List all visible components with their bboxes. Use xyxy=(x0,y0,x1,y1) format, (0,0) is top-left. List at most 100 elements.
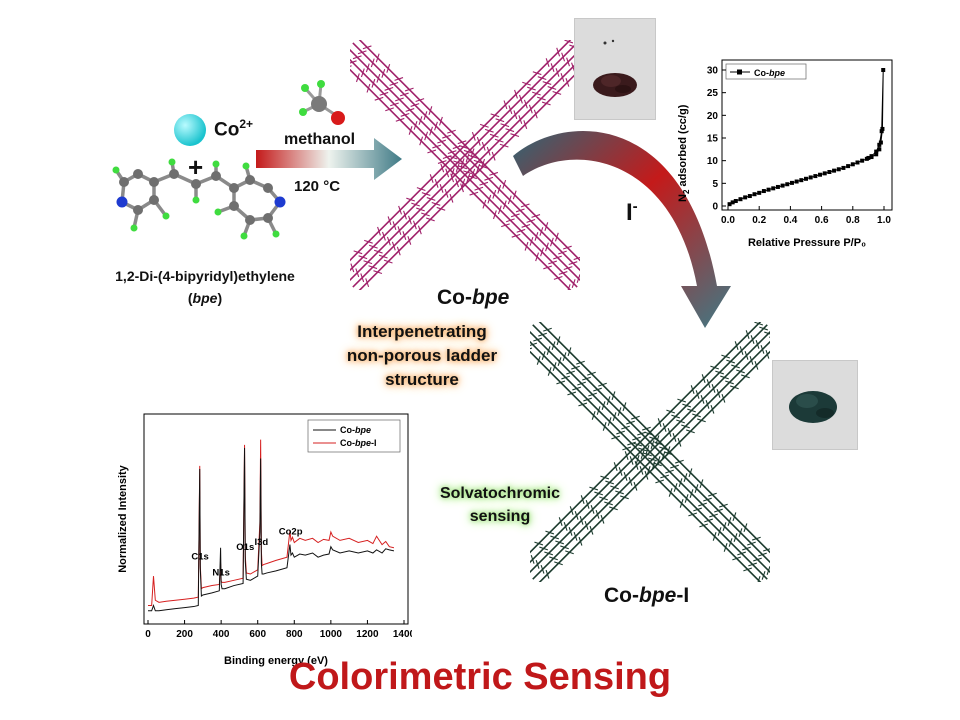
framework-rung xyxy=(709,513,718,518)
framework-rung xyxy=(659,446,668,451)
framework-rung xyxy=(686,429,695,434)
framework-rung xyxy=(530,555,535,564)
framework-rung xyxy=(648,457,657,462)
framework-rung xyxy=(549,556,558,561)
framework-rung xyxy=(673,483,678,492)
framework-rung xyxy=(426,197,436,201)
iso-point xyxy=(766,187,771,192)
framework-rung xyxy=(521,223,531,228)
framework-rung xyxy=(541,351,546,360)
iodide-curved-arrow xyxy=(513,131,731,328)
framework-rung xyxy=(644,431,654,436)
framework-rung xyxy=(662,423,667,432)
framework-rung xyxy=(761,571,766,580)
framework-rung xyxy=(415,98,425,103)
framework-rung xyxy=(374,96,384,101)
framework-rung xyxy=(530,347,533,350)
framework-rung xyxy=(576,274,580,284)
framework-rung xyxy=(376,73,381,83)
framework-rung xyxy=(469,191,479,196)
co-bpe-framework xyxy=(350,40,580,290)
framework-rung xyxy=(491,151,496,161)
co-bpe-i-sample-photo xyxy=(772,360,858,450)
iso-point xyxy=(804,176,808,181)
framework-rung xyxy=(553,255,562,260)
iso-point xyxy=(794,179,799,184)
framework-rung xyxy=(728,538,733,547)
framework-rung xyxy=(403,210,407,220)
iso-point xyxy=(866,155,871,160)
framework-rung xyxy=(460,158,465,168)
framework-rung xyxy=(391,241,396,251)
iso-point xyxy=(757,190,762,195)
framework-rung xyxy=(577,381,586,386)
framework-rung xyxy=(377,226,381,236)
framework-strand xyxy=(350,40,572,262)
framework-rung xyxy=(543,265,553,270)
framework-rung xyxy=(505,128,515,133)
framework-rung xyxy=(539,227,544,236)
framework-rung xyxy=(599,496,608,501)
xps-series-line xyxy=(148,447,395,612)
framework-rung xyxy=(602,422,607,431)
framework-rung xyxy=(703,497,712,502)
framework-rung xyxy=(545,530,555,535)
framework-rung xyxy=(717,527,722,536)
framework-rung xyxy=(447,129,456,134)
framework-rung xyxy=(567,284,571,290)
framework-rung xyxy=(497,184,502,194)
framework-rung xyxy=(624,451,629,460)
framework-rung xyxy=(542,81,552,85)
framework-rung xyxy=(416,207,425,212)
framework-rung xyxy=(683,473,688,483)
framework-rung xyxy=(402,231,407,240)
framework-rung xyxy=(563,266,573,270)
framework-rung xyxy=(750,335,755,344)
framework-rung xyxy=(526,219,536,223)
framework-rung xyxy=(455,178,460,188)
framework-rung xyxy=(694,484,699,494)
xps-plot-frame xyxy=(143,413,409,625)
framework-rung xyxy=(711,384,716,393)
framework-rung xyxy=(578,402,588,407)
sensing-description: Solvatochromic sensing xyxy=(439,485,561,525)
framework-rung xyxy=(543,327,552,332)
framework-rung xyxy=(465,153,470,163)
framework-rung xyxy=(350,65,352,67)
framework-rung xyxy=(563,522,568,531)
xps-ylabel: Normalized Intensity xyxy=(117,464,129,572)
framework-rung xyxy=(755,340,760,349)
framework-rung xyxy=(743,523,748,533)
framework-rung xyxy=(726,359,735,364)
framework-rung xyxy=(510,213,520,218)
framework-rung xyxy=(752,536,761,541)
framework-rung xyxy=(635,455,640,464)
framework-rung xyxy=(533,109,538,119)
framework-rung xyxy=(463,170,473,175)
framework-rung xyxy=(390,102,399,107)
framework-rung xyxy=(546,346,551,356)
framework-rung xyxy=(538,332,547,337)
framework-rung xyxy=(479,123,489,128)
framework-rung xyxy=(552,90,562,95)
iso-point xyxy=(827,170,832,174)
framework-rung xyxy=(460,183,464,193)
framework-rung xyxy=(736,369,745,374)
iso-ytick-label: 0 xyxy=(712,202,718,213)
framework-rung xyxy=(664,451,673,456)
framework-rung xyxy=(695,390,700,399)
framework-rung xyxy=(411,202,420,207)
framework-rung xyxy=(590,505,595,514)
framework-rung xyxy=(579,516,584,525)
framework-rung xyxy=(670,464,679,469)
iso-point xyxy=(780,183,785,188)
framework-rung xyxy=(587,371,596,376)
framework-rung xyxy=(476,136,481,146)
framework-rung xyxy=(371,78,376,88)
framework-rung xyxy=(753,557,762,562)
framework-rung xyxy=(547,367,552,376)
iso-point xyxy=(808,175,813,180)
framework-rung xyxy=(442,134,451,139)
framework-rung xyxy=(492,189,497,199)
framework-rung xyxy=(424,131,429,141)
